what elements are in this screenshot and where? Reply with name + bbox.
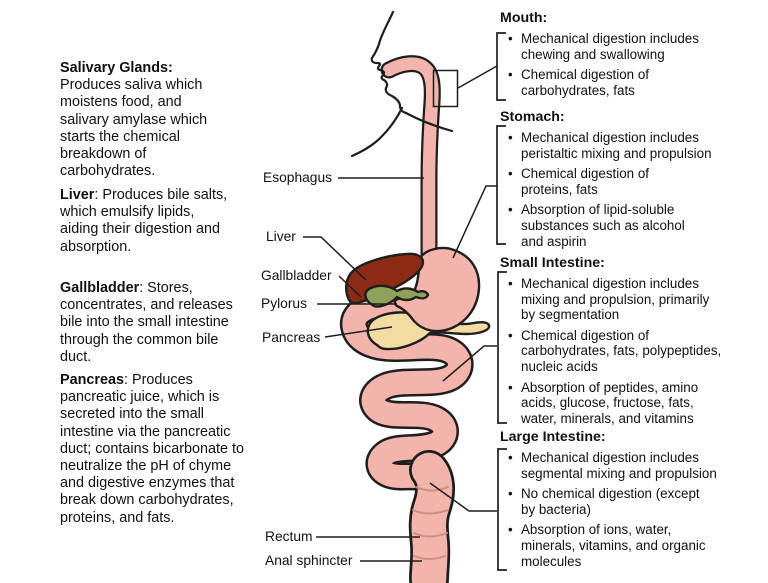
small-intestine-callout-line (442, 345, 497, 382)
large-intestine-bracket (497, 448, 507, 571)
section-heading: Small Intestine: (500, 255, 605, 271)
label-liver: Liver (266, 229, 296, 244)
note-gallbladder: Gallbladder: Stores, concentrates, and r… (60, 280, 276, 366)
section-heading: Mouth: (500, 10, 548, 26)
throat-highlight-box (432, 69, 459, 108)
liver-leader-line (303, 236, 367, 281)
bullet-item: Chemical digestion of proteins, fats (508, 166, 756, 197)
section-heading: Stomach: (500, 109, 565, 125)
note-text: : Stores, concentrates, and releases bil… (60, 280, 233, 365)
head-profile-outline (350, 10, 454, 158)
large-intestine-shape (408, 450, 455, 583)
bullet-item: Mechanical digestion includes segmental … (508, 450, 756, 481)
neck-line (350, 106, 404, 158)
section-mouth: Mouth: Mechanical digestion includes che… (500, 10, 756, 103)
bullet-item: Mechanical digestion includes chewing an… (508, 31, 756, 62)
label-gallbladder: Gallbladder (261, 268, 332, 283)
section-small-intestine: Small Intestine: Mechanical digestion in… (500, 255, 756, 431)
note-salivary-glands: Salivary Glands: Produces saliva which m… (60, 60, 276, 180)
bullet-item: Chemical digestion of carbohydrates, fat… (508, 328, 756, 375)
face-profile-line (370, 10, 408, 115)
section-heading: Large Intestine: (500, 429, 606, 445)
pancreas-leader-line (324, 326, 393, 338)
note-pancreas: Pancreas: Produces pancreatic juice, whi… (60, 372, 276, 527)
gallbladder-shape (364, 284, 430, 308)
stomach-callout-line (452, 185, 497, 259)
bullet-item: Absorption of peptides, amino acids, glu… (508, 380, 756, 427)
bullet-item: Absorption of lipid-soluble substances s… (508, 202, 756, 249)
gallbladder-leader-line (338, 275, 362, 298)
small-intestine-bracket (497, 271, 507, 424)
bullet-list: Mechanical digestion includes segmental … (500, 450, 756, 569)
label-anal-sphincter: Anal sphincter (265, 553, 353, 568)
esophagus-shape (380, 55, 441, 265)
note-text: : Produces bile salts, which emulsify li… (60, 187, 228, 255)
bullet-item: Mechanical digestion includes peristalti… (508, 130, 756, 161)
mouth-callout-line (457, 65, 498, 89)
section-stomach: Stomach: Mechanical digestion includes p… (500, 109, 756, 254)
note-text: Produces saliva which moistens food, and… (60, 77, 208, 180)
haustra-crease (412, 509, 449, 515)
jaw-line (404, 111, 454, 133)
note-term: Pancreas (60, 372, 125, 388)
haustra-crease (415, 486, 449, 492)
stomach-bracket (496, 125, 506, 245)
note-term: Liver (60, 187, 95, 203)
bullet-item: Chemical digestion of carbohydrates, fat… (508, 67, 756, 98)
bullet-list: Mechanical digestion includes chewing an… (500, 31, 756, 98)
section-large-intestine: Large Intestine: Mechanical digestion in… (500, 429, 756, 574)
haustra-crease (413, 532, 448, 538)
note-text: : Produces pancreatic juice, which is se… (60, 372, 245, 526)
bullet-list: Mechanical digestion includes mixing and… (500, 276, 756, 426)
bullet-item: Mechanical digestion includes mixing and… (508, 276, 756, 323)
haustra-crease (413, 555, 446, 560)
label-pancreas: Pancreas (262, 330, 321, 345)
note-liver: Liver: Produces bile salts, which emulsi… (60, 187, 276, 256)
mouth-bracket (496, 32, 506, 101)
bullet-item: Absorption of ions, water, minerals, vit… (508, 522, 756, 569)
label-esophagus: Esophagus (263, 170, 333, 185)
note-term: Gallbladder (60, 280, 140, 296)
label-rectum: Rectum (265, 529, 313, 544)
bullet-list: Mechanical digestion includes peristalti… (500, 130, 756, 249)
large-intestine-callout-line (429, 482, 497, 512)
label-pylorus: Pylorus (261, 296, 308, 311)
bullet-item: No chemical digestion (except by bacteri… (508, 486, 756, 517)
note-term: Salivary Glands: (60, 60, 173, 76)
